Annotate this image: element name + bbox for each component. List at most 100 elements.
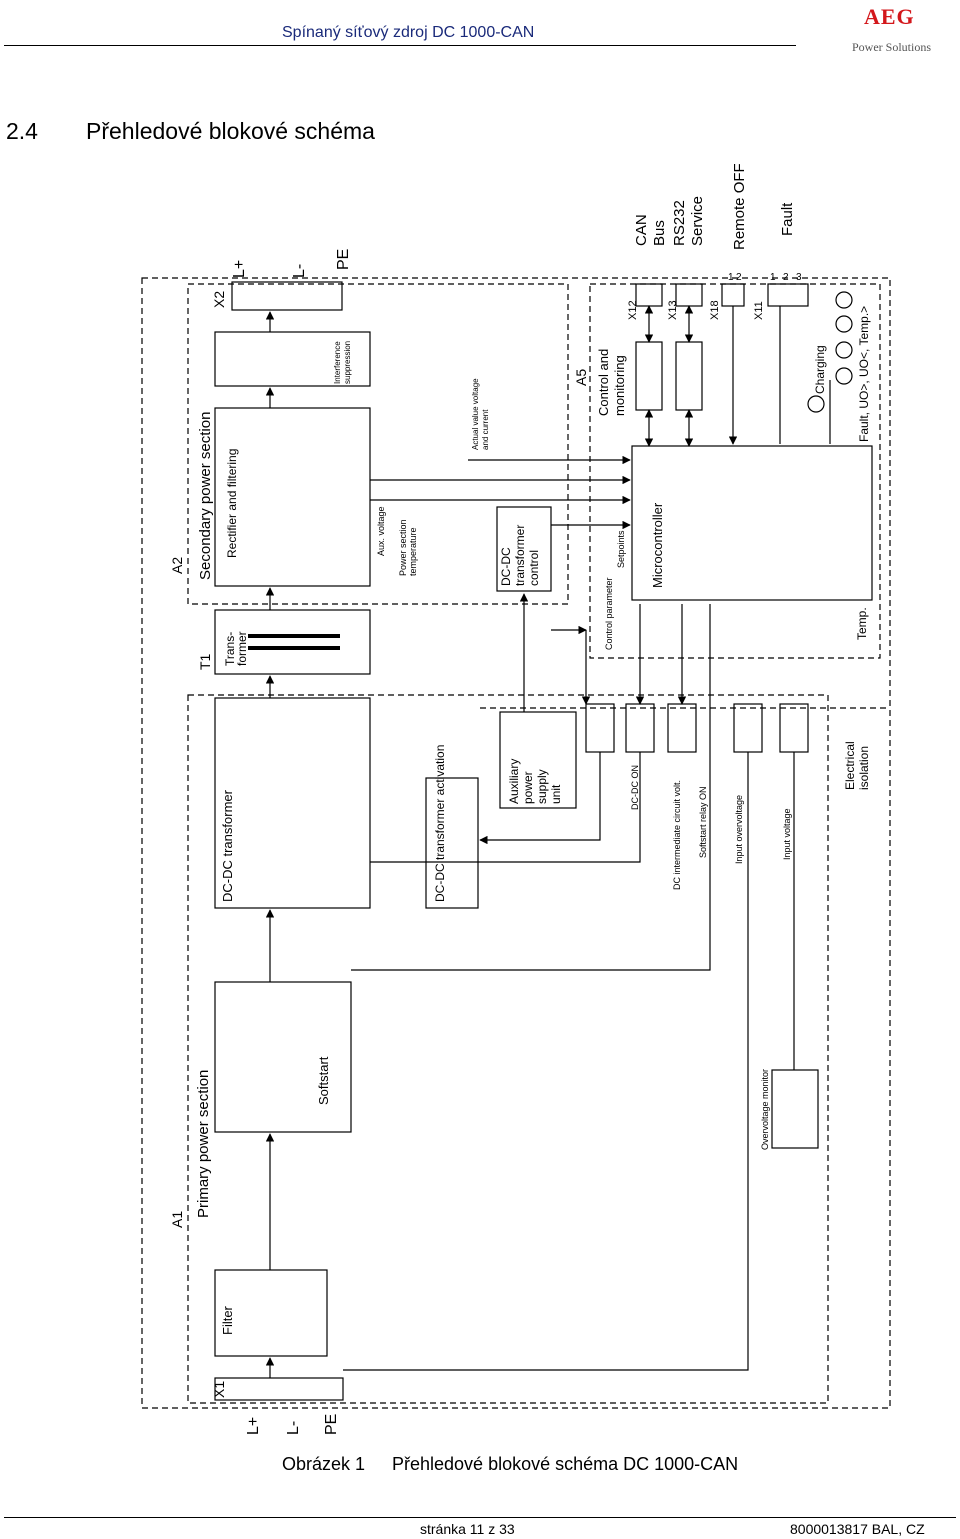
overvoltage-monitor-block [771,1069,819,1149]
caption-label: Obrázek 1 [282,1454,366,1474]
sig-dcdc-on-label: DC-DC ON [630,765,640,810]
fault-line-label: Fault, UO>, UO<, Temp.> [857,306,871,442]
outer-frame [141,277,891,1409]
x2-block [231,281,343,311]
sig-softstart-relay-label: Softstart relay ON [698,786,708,858]
x1-block [214,1377,344,1401]
a5-frame [589,283,881,659]
a2-title: Secondary power section [197,412,214,580]
x1-label: X1 [211,1381,227,1398]
monitoring-block-1 [635,341,663,411]
can-label: CAN [633,214,650,246]
dcdc-activation-label: DC-DC transformer activation [433,745,447,902]
block-diagram: L+ L- PE L+ L- PE X1 X2 A1 Primary power… [141,163,891,1435]
caption-text: Přehledové blokové schéma DC 1000-CAN [392,1454,739,1474]
transformer-block [214,609,371,675]
aeg-logo: AEG [864,4,915,29]
wire-input-overvoltage [343,752,749,1371]
setpoints-label: Setpoints [616,530,626,568]
a2-frame [187,283,569,605]
filter-label: Filter [220,1305,235,1335]
wire-softstart-relay [351,604,711,971]
control-monitoring-label-2: monitoring [612,355,627,416]
bus-label: Bus [651,220,668,246]
aux-psu-label-3: supply [535,769,549,804]
rs232-label: RS232 [671,200,688,246]
section-heading: 2.4 Přehledové blokové schéma [6,118,375,145]
interference-label-1: Interference [333,341,342,384]
microcontroller-block [631,445,873,601]
overvoltage-monitor-label: Overvoltage monitor [760,1069,770,1150]
aeg-logo-subtitle: Power Solutions [852,40,932,54]
a1-label: A1 [169,1211,185,1228]
in-terminal-l-minus: L- [285,1421,302,1435]
transformer-label-2: former [235,631,249,666]
microcontroller-label: Microcontroller [650,502,665,588]
out-terminal-l-minus: L- [291,264,308,278]
x12-label: X12 [627,300,639,320]
optocoupler-3 [667,703,697,753]
in-terminal-pe: PE [323,1414,340,1435]
a2-label: A2 [169,557,185,574]
footer-rule [4,1517,956,1518]
lamp-fault-4 [835,291,853,309]
rectifier-block [214,407,371,587]
control-monitoring-label-1: Control and [596,349,611,416]
softstart-block [214,981,352,1133]
optocoupler-5 [779,703,809,753]
pin-x18-1: 1 [728,272,734,283]
x2-label: X2 [211,291,227,308]
dcdc-label: DC-DC transformer [220,789,235,902]
optocoupler-2 [625,703,655,753]
footer-document-id: 8000013817 BAL, CZ [790,1521,925,1537]
service-label: Service [689,196,706,246]
lamp-fault-2 [835,341,853,359]
dcdc-control-label-2: transformer [513,525,527,586]
monitoring-block-2 [675,341,703,411]
remote-off-label: Remote OFF [731,163,748,250]
x13-label: X13 [667,300,679,320]
header-rule [4,45,796,46]
aux-psu-label-2: power [521,771,535,804]
isolation-label-1: Electrical [843,741,857,790]
x13-block [675,283,703,307]
power-temp-label-1: Power section [398,519,408,576]
aux-psu-label-4: unit [549,784,563,804]
figure-caption: Obrázek 1 Přehledové blokové schéma DC 10… [282,1454,738,1475]
transformer-label-1: Trans- [223,632,237,666]
pin-x18-2: 2 [736,272,742,283]
dcdc-block [214,697,371,909]
sig-input-overvoltage-label: Input overvoltage [734,795,744,864]
x18-block [721,283,745,307]
section-title: Přehledové blokové schéma [86,118,375,144]
section-number: 2.4 [6,118,38,144]
charging-label: Charging [813,345,827,394]
x11-label: X11 [753,301,765,320]
dcdc-control-label-1: DC-DC [499,547,513,586]
in-terminal-l-plus: L+ [245,1417,262,1435]
softstart-label: Softstart [316,1056,331,1105]
pin-x11-3: 3 [796,272,802,283]
lamp-charging [807,395,825,413]
wire-dcdc-on [370,752,641,863]
sig-dc-intermediate-label: DC intermediate circuit volt. [672,780,682,890]
out-terminal-pe: PE [335,249,352,270]
optocoupler-4 [733,703,763,753]
dcdc-control-block [496,506,552,592]
optocoupler-1 [585,703,615,753]
x11-block [767,283,809,307]
pin-x11-2: 2 [783,272,789,283]
footer-page-number: stránka 11 z 33 [420,1521,515,1537]
a5-label: A5 [573,369,589,386]
aux-voltage-label: Aux. voltage [376,506,386,556]
aux-psu-label-1: Auxiliary [507,759,521,804]
dcdc-activation-block [425,777,479,909]
interference-label-2: suppression [343,341,352,384]
fault-label: Fault [779,202,796,236]
isolation-label-2: isolation [857,746,871,790]
filter-block [214,1269,328,1357]
header-title: Spínaný síťový zdroj DC 1000-CAN [282,24,535,41]
actual-value-label-2: and current [481,409,490,450]
power-temp-label-2: temperature [408,527,418,576]
rectifier-label: Rectifier and filtering [225,449,239,558]
